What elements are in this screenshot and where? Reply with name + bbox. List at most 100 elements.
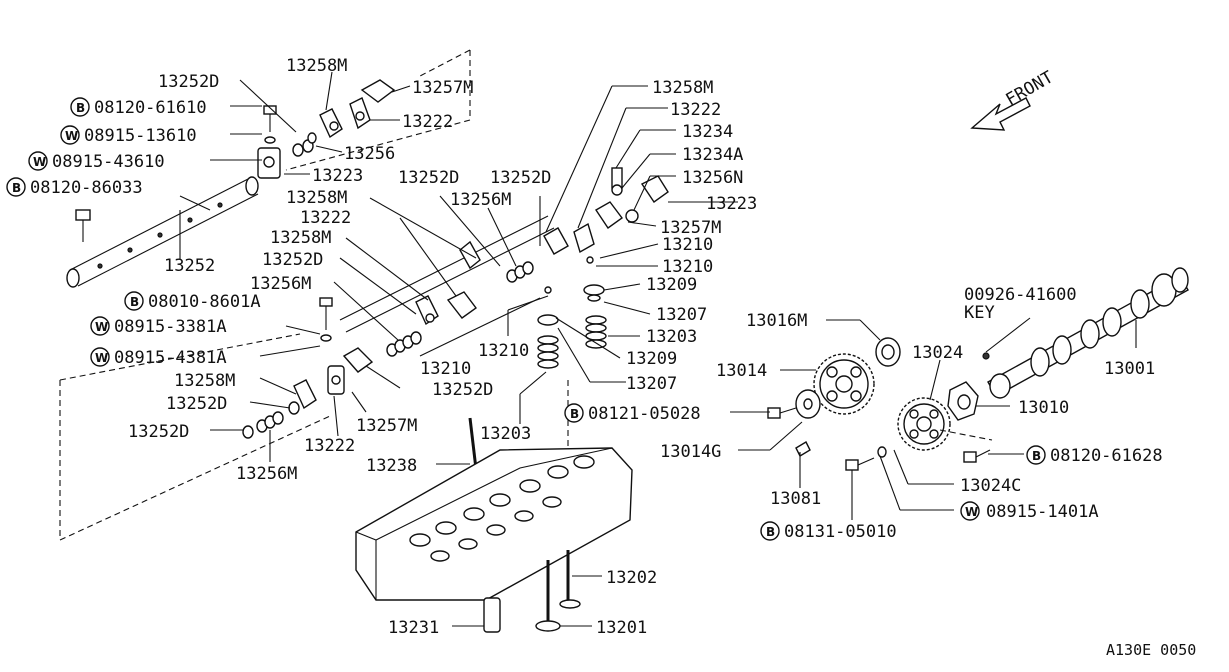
label-13202: 13202 [606,568,657,588]
label-13252D-b: 13252D [398,168,459,188]
upper-group-outline [285,49,471,171]
rocker-arm-13258M-mid-a [446,240,481,319]
b-mark: B [130,295,139,309]
valve-keeper-13210 [586,256,594,264]
label-13234A: 13234A [682,145,743,165]
label-08915-3381A: 08915-3381A [114,317,227,337]
label-13258M-b: 13258M [286,188,347,208]
label-13203-b: 13203 [646,327,697,347]
rocker-13257M-lower [327,347,374,395]
rocker-arm-13258M-mid-b [415,295,439,326]
label-13257M-b: 13257M [356,416,417,436]
label-08120-61628: 08120-61628 [1050,446,1163,466]
w-marker-08915-13610 [60,125,80,145]
valve-13202 [559,550,581,609]
valve-spring-retainer-13209 [583,284,605,302]
label-13256M-c: 13256M [236,464,297,484]
label-13209-b: 13209 [626,349,677,369]
label-13210-d: 13210 [662,257,713,277]
w-mark: W [65,129,78,143]
b-mark: B [766,525,775,539]
label-13252D-d: 13252D [262,250,323,270]
label-13234: 13234 [682,122,733,142]
label-key: KEY [964,303,995,323]
rocker-13257M-right [595,175,669,229]
label-13010: 13010 [1018,398,1069,418]
label-00926-41600: 00926-41600 [964,285,1077,305]
plate-13010 [947,381,979,421]
label-13258M-a: 13258M [286,56,347,76]
spring-13256M-right [506,261,534,283]
label-13222-b: 13222 [300,208,351,228]
b-marker-08121-05028 [564,403,584,423]
label-13203-a: 13203 [480,424,531,444]
label-13081: 13081 [770,489,821,509]
w-mark: W [95,351,108,365]
label-13207-b: 13207 [626,374,677,394]
label-13210-b: 13210 [478,341,529,361]
key-00926-41600 [982,352,990,360]
pin-13081 [795,441,811,457]
camshaft-13001 [987,267,1189,399]
label-13252D-c: 13252D [490,168,551,188]
bolt-08121-05028 [767,407,797,419]
b-marker-08131-05010 [760,521,780,541]
label-08131-05010: 08131-05010 [784,522,897,542]
label-13252D-a: 13252D [158,72,219,92]
label-13252D-e: 13252D [432,380,493,400]
valve-spring-13203-left [537,314,559,369]
bolt-08131-05010 [845,446,887,471]
spring-13256M-mid [386,331,422,357]
label-13024: 13024 [912,343,963,363]
label-08915-1401A: 08915-1401A [986,502,1099,522]
spring-13256-top [292,132,317,157]
label-13256-a: 13256 [344,144,395,164]
front-arrow-icon [970,97,1031,131]
label-13016M: 13016M [746,311,807,331]
label-13014: 13014 [716,361,767,381]
washer-13014G [795,389,821,419]
b-marker-08120-86033 [6,177,26,197]
bolt-08120-61628 [963,449,991,463]
label-13201: 13201 [596,618,647,638]
label-13231: 13231 [388,618,439,638]
label-13257M-a: 13257M [412,78,473,98]
label-13256M-b: 13256M [250,274,311,294]
b-mark: B [76,101,85,115]
label-08915-43610: 08915-43610 [52,152,165,172]
spring-13256M-lower [242,401,300,439]
bolt-08120-61610 [263,105,277,144]
label-13238: 13238 [366,456,417,476]
label-13222-c: 13222 [304,436,355,456]
b-marker-08010-8601A [124,291,144,311]
w-mark: W [95,320,108,334]
label-13252D-f: 13252D [166,394,227,414]
label-13223-b: 13223 [706,194,757,214]
label-13222-a: 13222 [402,112,453,132]
diagram-code: A130E 0050 [1106,641,1196,659]
adjust-screw-13234 [611,167,623,196]
label-13258M-c: 13258M [270,228,331,248]
valve-keeper-13210b [544,286,552,294]
label-08120-61610: 08120-61610 [94,98,207,118]
label-13210-a: 13210 [420,359,471,379]
leader-lines [179,71,1137,627]
rocker-arm-13258M-top [319,108,343,139]
lower-group-outline [59,333,331,541]
w-mark: W [965,505,978,519]
bolt-08010-8601A [319,297,333,342]
rocker-13258M-right [543,222,595,255]
label-13001: 13001 [1104,359,1155,379]
label-13257M-c: 13257M [660,218,721,238]
b-marker-08120-61610 [70,97,90,117]
w-marker-08915-3381A [90,316,110,336]
label-13024C: 13024C [960,476,1021,496]
b-mark: B [12,181,21,195]
label-13252: 13252 [164,256,215,276]
label-13210-c: 13210 [662,235,713,255]
rocker-shaft-upper [66,176,259,288]
cam-gear-13014 [813,353,875,415]
b-marker-08120-61628 [1026,445,1046,465]
label-13222-d: 13222 [670,100,721,120]
